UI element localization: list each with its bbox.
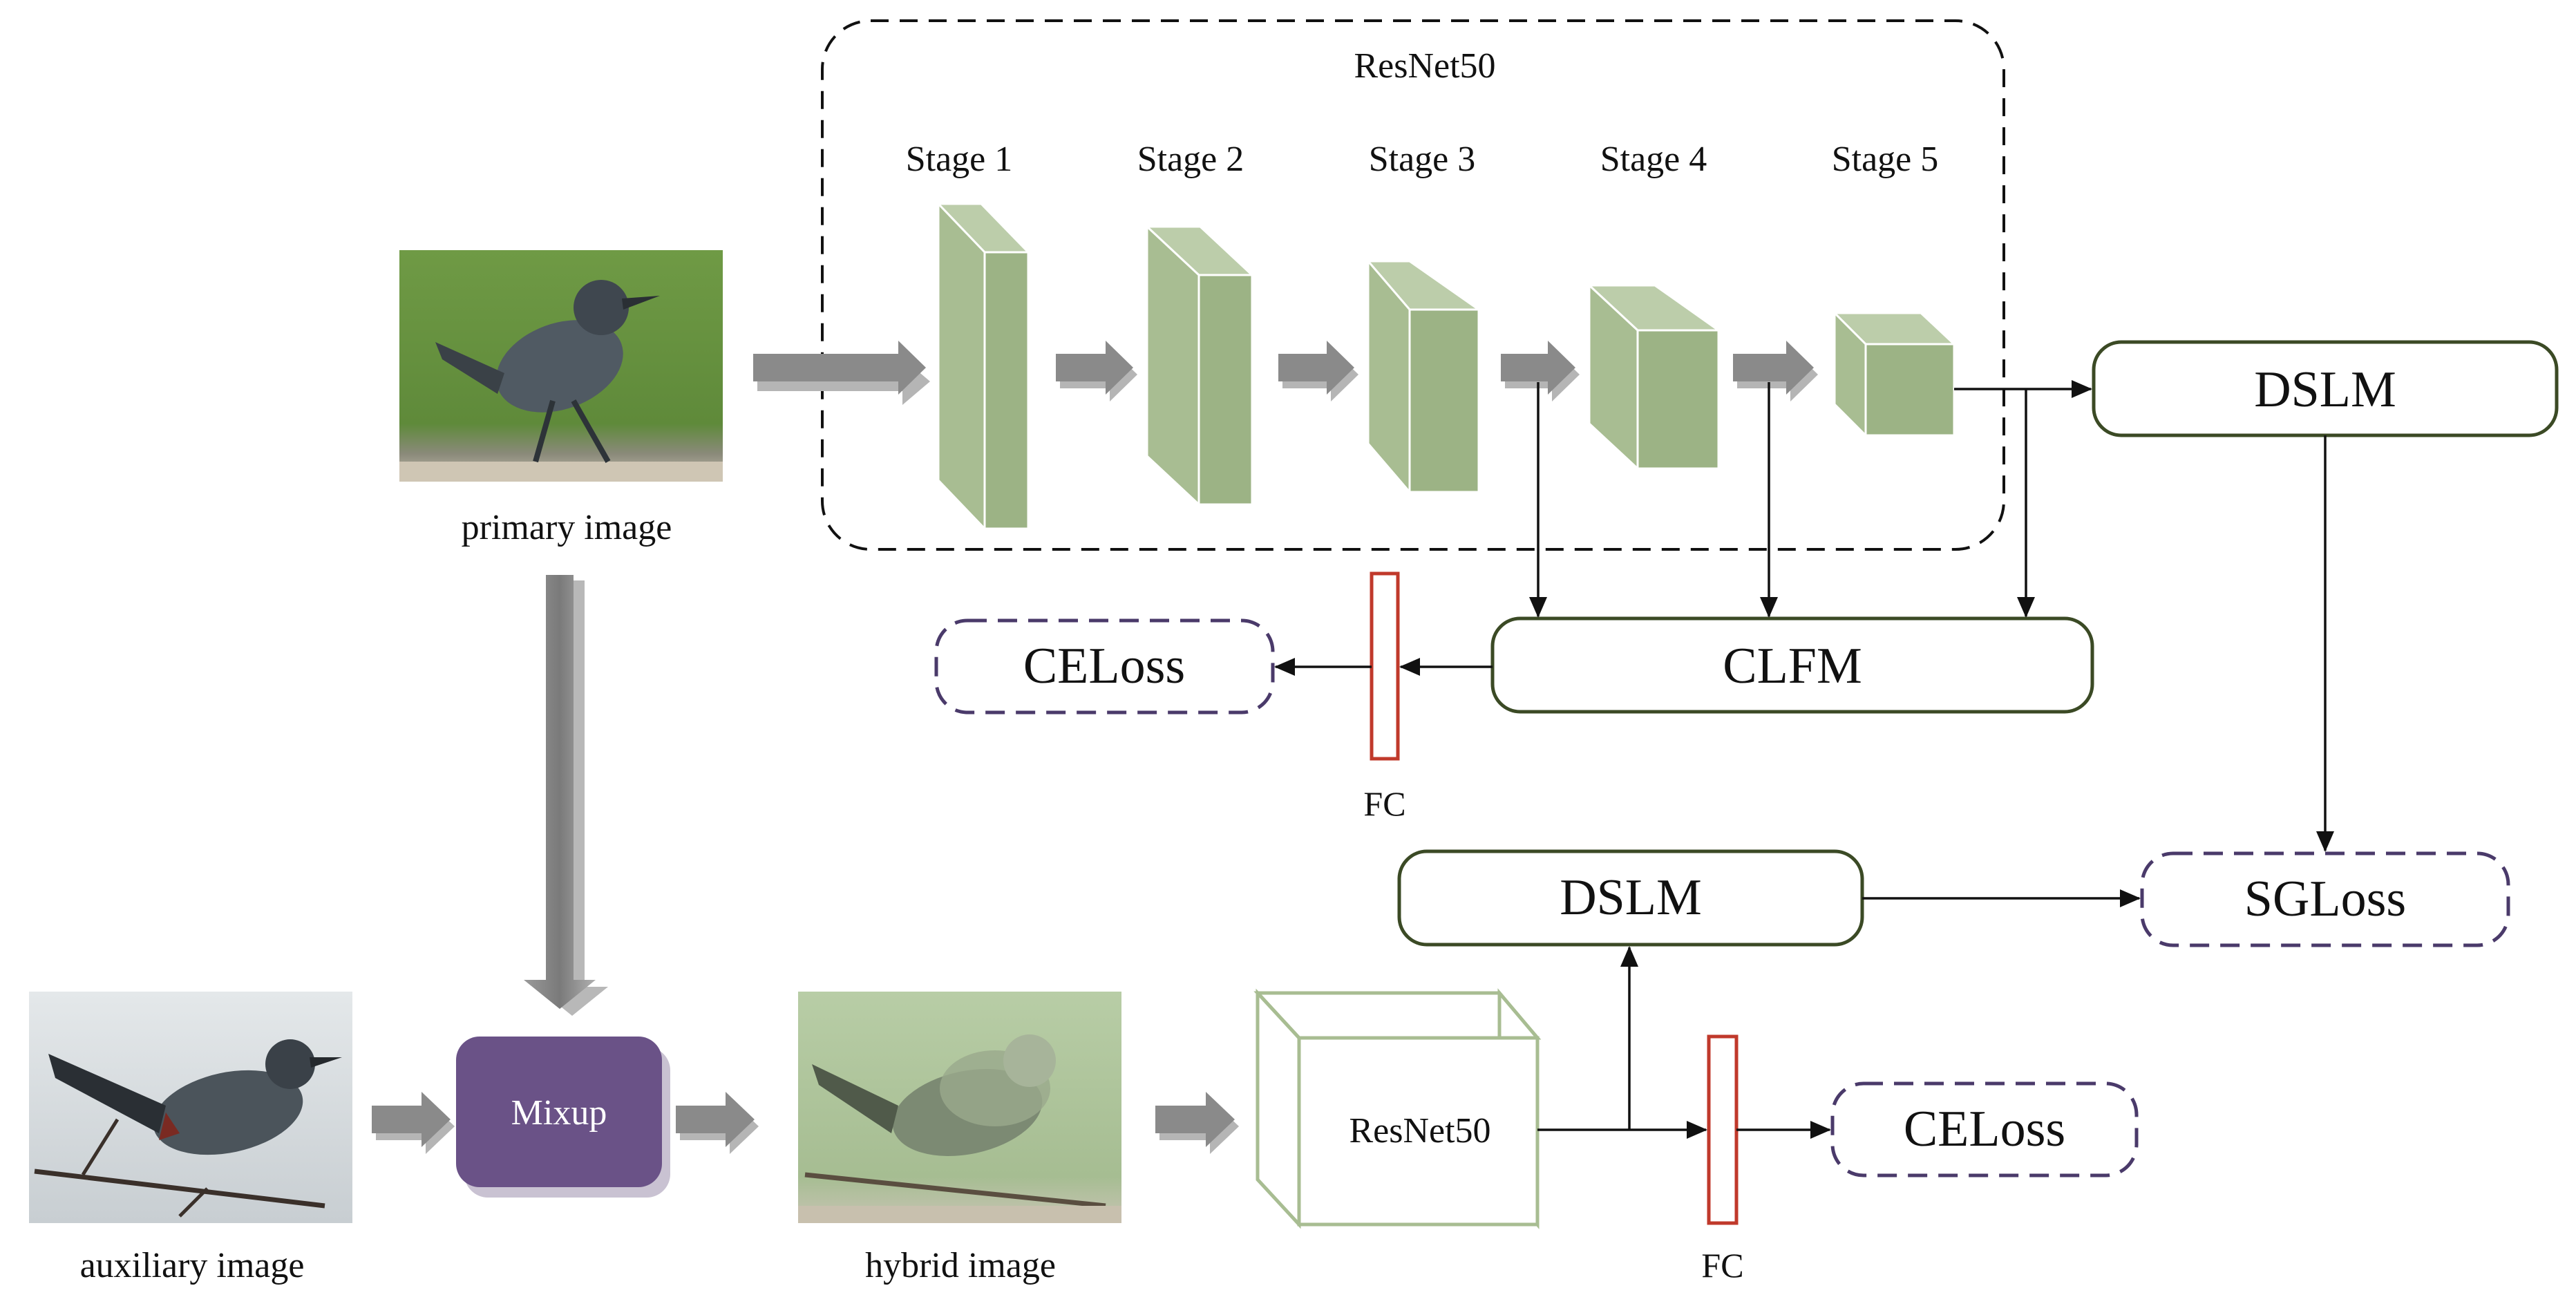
fc-bottom-label: FC <box>1701 1246 1743 1285</box>
stage-4-block <box>1587 283 1722 471</box>
primary-image-label: primary image <box>462 508 672 547</box>
connectors <box>1274 380 2334 1139</box>
arrow-stage3-to-stage4 <box>1501 341 1580 401</box>
dslm-top-label: DSLM <box>2254 361 2396 418</box>
arrow-stage2-to-stage3 <box>1278 341 1358 401</box>
auxiliary-image-label: auxiliary image <box>80 1246 305 1285</box>
celoss-top-box <box>934 618 1275 715</box>
arrow-stage4-to-stage5 <box>1733 341 1818 401</box>
stage-1-block <box>936 201 1031 531</box>
fc-bottom-box <box>1707 1034 1739 1225</box>
clfm-label: CLFM <box>1723 638 1862 694</box>
arrow-stage1-to-stage2 <box>1056 341 1137 401</box>
stage-4-label: Stage 4 <box>1600 140 1707 179</box>
resnet50-cube-label: ResNet50 <box>1349 1111 1490 1151</box>
auxiliary-image <box>29 992 352 1223</box>
sgloss-box <box>2140 851 2510 947</box>
stage-5-block <box>1832 310 1957 438</box>
arrow-auxiliary-to-mixup <box>372 1092 455 1154</box>
hybrid-image <box>798 992 1121 1223</box>
celoss-bottom-box <box>1830 1081 2139 1177</box>
resnet50-title: ResNet50 <box>1354 46 1495 86</box>
stage-3-label: Stage 3 <box>1369 140 1476 179</box>
stage-3-block <box>1365 258 1482 495</box>
resnet50-container <box>821 19 2005 551</box>
stage-1-label: Stage 1 <box>906 140 1013 179</box>
primary-image <box>399 250 723 482</box>
arrow-image-to-stage1 <box>753 341 930 405</box>
dslm-bottom-label: DSLM <box>1560 869 1702 926</box>
thick-arrows-top <box>753 341 1818 405</box>
mixup-box: Mixup <box>456 1037 670 1198</box>
stage-2-label: Stage 2 <box>1137 140 1244 179</box>
hybrid-image-label: hybrid image <box>865 1246 1056 1285</box>
resnet50-cube <box>1253 988 1542 1229</box>
arrow-hybrid-to-resnet <box>1155 1092 1239 1154</box>
clfm-box <box>1490 616 2094 714</box>
arrow-primary-to-mixup <box>524 575 608 1016</box>
stage-2-block <box>1144 224 1255 507</box>
sgloss-label: SGLoss <box>2244 871 2406 927</box>
mixup-label: Mixup <box>511 1093 607 1133</box>
fc-top-label: FC <box>1363 784 1405 823</box>
fc-top-box <box>1370 571 1400 761</box>
stage-5-label: Stage 5 <box>1832 140 1939 179</box>
arrow-mixup-to-hybrid <box>676 1092 759 1154</box>
celoss-top-label: CELoss <box>1023 638 1185 694</box>
celoss-bottom-label: CELoss <box>1904 1101 2065 1157</box>
